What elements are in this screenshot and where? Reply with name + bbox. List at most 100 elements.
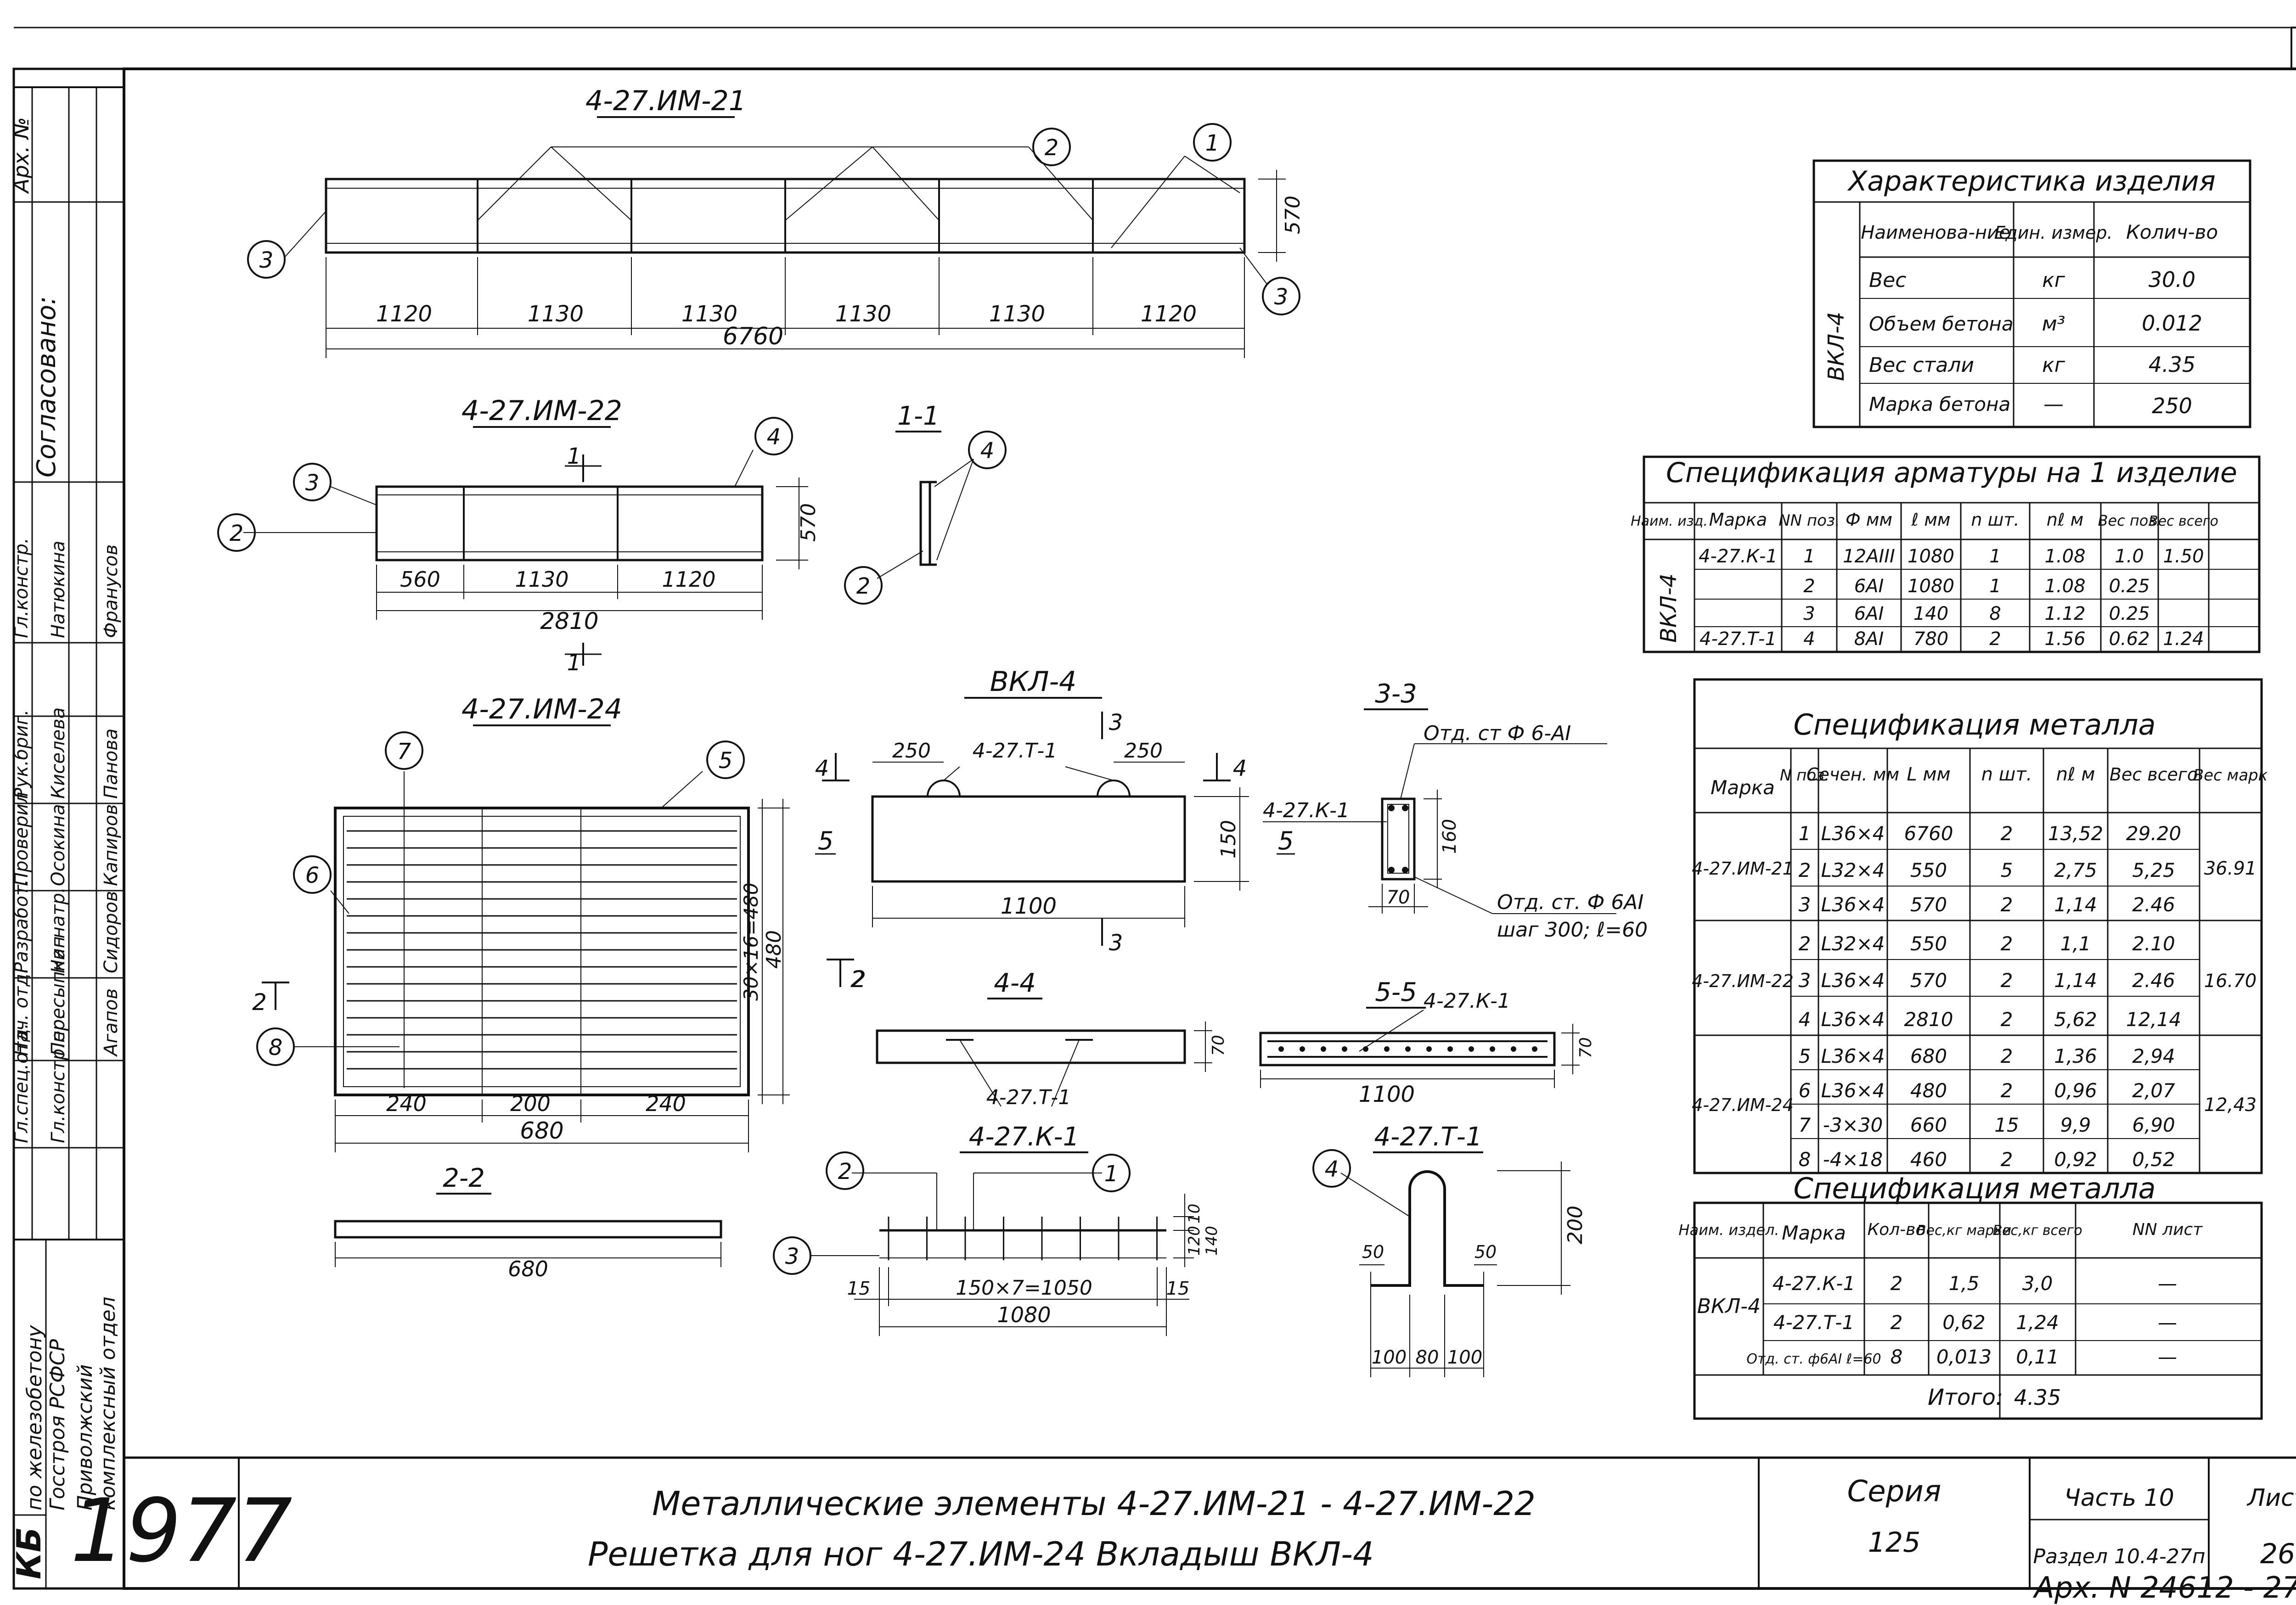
metal-cell: 0,96 [2054, 1079, 2097, 1102]
metal-header-3: Сечен. мм [1806, 764, 1899, 785]
rebar-cell: 1.12 [2044, 603, 2085, 624]
im21-total: 6760 [723, 323, 783, 350]
im22-callout-4: 4 [767, 424, 781, 450]
metal2-cell: 0,11 [2016, 1346, 2059, 1368]
metal-group-1-total: 36.91 [2204, 858, 2257, 879]
metal-header-5: n шт. [1981, 764, 2032, 785]
char-row-1-name: Вес [1869, 269, 1906, 292]
rebar-cell: 1.08 [2044, 576, 2085, 597]
metal-cell: 3 [1799, 969, 1811, 992]
metal-table-title: Спецификация металла [1794, 708, 2156, 741]
im21-callouts [247, 123, 1300, 315]
metal-cell: 1,14 [2054, 969, 2097, 992]
rebar-cell: 1.08 [2044, 546, 2085, 567]
metal-cell: L36×4 [1821, 1079, 1885, 1102]
rebar-cell: 1.0 [2115, 546, 2144, 567]
metal2-total-label: Итого: [1928, 1385, 2003, 1410]
rebar-header-3: NN поз. [1778, 511, 1840, 530]
approval-sign-3: Капиров [101, 804, 122, 887]
vkl4-mark-5: 5 [818, 826, 833, 855]
characteristic-table [1812, 159, 2251, 428]
sec55-rod-dot [1469, 1046, 1474, 1052]
section-label: Раздел 10.4-27п [2033, 1545, 2205, 1568]
im24-total: 680 [520, 1117, 563, 1144]
im21-title: 4-27.ИМ-21 [585, 85, 746, 117]
vkl4-height: 150 [1217, 820, 1240, 859]
metal-cell: 570 [1910, 969, 1947, 992]
approval-header: Согласовано: [32, 296, 62, 477]
metal-cell: 2 [2001, 1079, 2013, 1102]
rebar-cell: 2 [1989, 629, 2001, 650]
rebar-cell: 3 [1803, 603, 1815, 624]
drawing-k1: 4-27.К-1 [773, 1122, 1194, 1336]
metal-header-1: Марка [1711, 776, 1775, 799]
metal2-cell: 3,0 [2022, 1272, 2053, 1295]
t1-leg-left: 50 [1362, 1242, 1384, 1262]
metal2-header-3: Кол-во [1868, 1220, 1926, 1239]
im24-callout-5: 5 [719, 748, 733, 774]
metal-cell: 8 [1799, 1148, 1811, 1171]
k1-height-3: 140 [1203, 1226, 1221, 1256]
metal2-header-1: Наим. издел. [1678, 1221, 1779, 1239]
rebar-cell: 1080 [1908, 576, 1954, 597]
rebar-side-label: ВКЛ-4 [1656, 573, 1682, 643]
rebar-header-8: Вес поз. [2098, 512, 2161, 529]
rebar-cell: 1.50 [2163, 546, 2204, 567]
sec22-title: 2-2 [443, 1163, 484, 1193]
metal2-cell: — [2158, 1311, 2177, 1334]
sec11-callout-4: 4 [980, 438, 995, 464]
metal-cell: 550 [1910, 932, 1947, 955]
section-1-1: 1-1 [844, 401, 1007, 605]
im22-cut-mark-top: 1 [567, 443, 581, 469]
char-row-1-qty: 30.0 [2149, 267, 2195, 292]
char-row-2-qty: 0.012 [2142, 311, 2202, 336]
metal-cell: -4×18 [1823, 1148, 1883, 1171]
metal-cell: 9,9 [2060, 1114, 2091, 1136]
metal-cell: 660 [1910, 1114, 1947, 1136]
sec55-rod-dot [1278, 1046, 1284, 1052]
sec33-height: 160 [1439, 819, 1460, 854]
metal-cell: 1 [1799, 822, 1811, 845]
rebar-cell: 4-27.К-1 [1699, 546, 1778, 567]
rebar-header-5: ℓ мм [1911, 510, 1950, 530]
rebar-header-2: Марка [1709, 510, 1767, 530]
im21-callout-3a: 3 [259, 247, 274, 273]
sec55-height: 70 [1576, 1037, 1595, 1058]
sec55-rod-dot [1321, 1046, 1326, 1052]
char-table-side-label: ВКЛ-4 [1823, 312, 1849, 381]
metal-cell: L36×4 [1821, 822, 1885, 845]
metal-cell: L36×4 [1821, 969, 1885, 992]
char-row-3-unit: кг [2042, 354, 2065, 377]
sec33-note-2: Отд. ст. Ф 6АI [1497, 891, 1643, 914]
series-value: 125 [1868, 1526, 1921, 1559]
sec33-mark-5: 5 [1278, 826, 1294, 855]
sec44-title: 4-4 [994, 968, 1035, 998]
metal2-cell: 0,013 [1936, 1346, 1992, 1368]
im22-height: 570 [797, 503, 820, 542]
sec55-length: 1100 [1359, 1082, 1415, 1107]
metal-table [1693, 678, 2263, 1174]
approval-arch-label: Арх. № [9, 117, 34, 194]
im22-callout-3: 3 [305, 470, 320, 496]
section-5-5: 5-5 [1259, 977, 1580, 1088]
sec33-ref: 4-27.К-1 [1263, 799, 1350, 822]
approval-sign-5: Агапов [101, 988, 122, 1057]
im22-callout-2: 2 [230, 521, 244, 546]
rebar-cell: 1.56 [2044, 629, 2085, 650]
im24-callout-8: 8 [269, 1035, 283, 1061]
k1-height-2: 120 [1185, 1226, 1204, 1256]
metal-cell: 460 [1910, 1148, 1947, 1171]
metal-cell: 2.46 [2132, 969, 2175, 992]
sec33-note-1: Отд. ст Ф 6-АI [1424, 722, 1571, 745]
rebar-cell: 780 [1913, 629, 1948, 650]
rebar-header-4: Ф мм [1846, 510, 1892, 530]
metal-cell: 2 [2001, 1148, 2013, 1171]
rebar-cell: 4 [1803, 629, 1815, 650]
approval-role-2: Рук.бриг. [11, 710, 32, 799]
metal-cell: 2810 [1904, 1008, 1953, 1031]
vkl4-dim-left: 250 [892, 739, 931, 763]
im24-dim-2: 200 [510, 1091, 551, 1116]
archive-number: Арх. N 24612 - 27 [2032, 1571, 2296, 1605]
metal2-header-4: Вес,кг марки [1917, 1223, 2011, 1239]
